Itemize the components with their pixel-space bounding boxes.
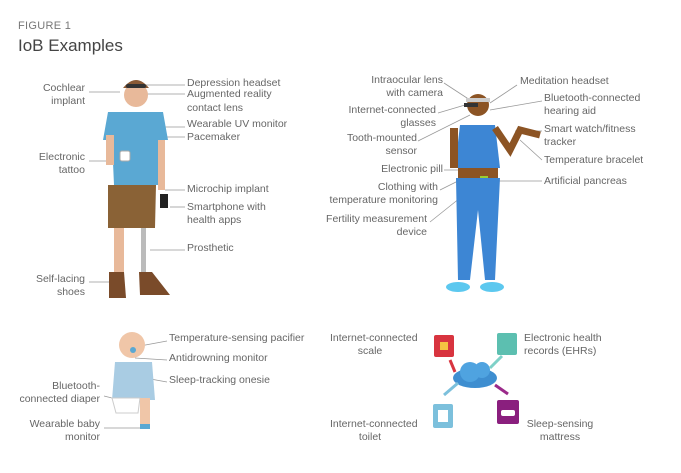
label-diaper: Bluetooth-connected diaper — [19, 380, 100, 405]
label-depression-headset: Depression headset — [187, 77, 281, 89]
figure-label: FIGURE 1 — [18, 20, 72, 32]
figure-title: IoB Examples — [18, 36, 123, 55]
label-sleep-onesie: Sleep-tracking onesie — [169, 374, 270, 386]
label-pacemaker: Pacemaker — [187, 131, 241, 143]
label-meditation-headset: Meditation headset — [520, 75, 609, 87]
man-illustration — [103, 80, 170, 298]
label-antidrowning-monitor: Antidrowning monitor — [169, 352, 268, 364]
baby-illustration — [111, 332, 155, 429]
label-pacifier: Temperature-sensing pacifier — [169, 332, 305, 344]
leader-lines — [89, 82, 543, 429]
label-electronic-pill: Electronic pill — [381, 163, 443, 175]
label-ar-contact-lens-2: contact lens — [187, 102, 244, 114]
woman-illustration — [446, 94, 541, 292]
label-wearable-uv-monitor: Wearable UV monitor — [187, 118, 288, 130]
ehr-icon — [497, 333, 517, 355]
label-smartphone-1: Smartphone with — [187, 201, 266, 213]
label-ar-contact-lens-1: Augmented reality — [187, 88, 272, 100]
label-smartphone-2: health apps — [187, 214, 242, 226]
label-microchip-implant: Microchip implant — [187, 183, 269, 195]
label-temperature-bracelet: Temperature bracelet — [544, 154, 644, 166]
label-artificial-pancreas: Artificial pancreas — [544, 175, 627, 187]
cloud-hub-illustration — [433, 333, 519, 428]
label-prosthetic: Prosthetic — [187, 242, 234, 254]
